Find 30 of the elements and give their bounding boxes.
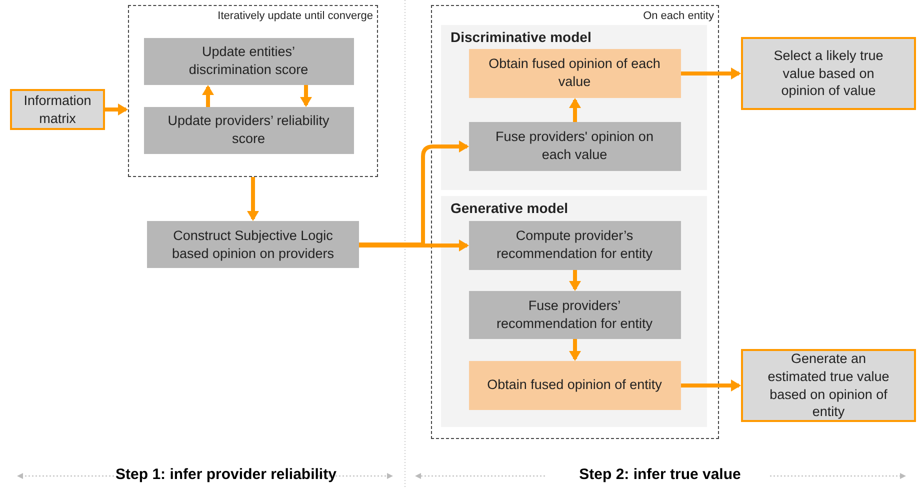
step-label: Step 1: infer provider reliability	[116, 466, 336, 483]
arrow	[202, 85, 214, 107]
step-label: Step 2: infer true value	[579, 466, 741, 483]
arrow	[681, 380, 741, 392]
arrow	[105, 104, 128, 116]
arrow	[569, 270, 581, 291]
panel-title: Discriminative model	[450, 28, 592, 46]
arrow	[681, 68, 741, 80]
result-box: Obtain fused opinion of entity	[468, 360, 680, 410]
arrow	[359, 240, 469, 252]
panel-title: Generative model	[450, 198, 568, 217]
arrow	[247, 177, 259, 221]
arrow	[359, 140, 469, 246]
input-box: Information matrix	[10, 89, 105, 130]
process-box: Compute provider’s recommendation for entity	[468, 220, 680, 270]
result-box: Obtain fused opinion of each value	[468, 48, 680, 98]
process-box: Fuse providers’ recommendation for entity	[468, 290, 680, 338]
process-box: Update entities’ discrimination score	[144, 38, 354, 84]
output-box: Select a likely true value based on opinion of value	[741, 37, 916, 110]
model-panel	[440, 24, 706, 190]
arrow	[569, 98, 581, 122]
model-panel	[440, 196, 706, 426]
output-box: Generate an estimated true value based on opinion of entity	[741, 349, 916, 422]
group-title: Iteratively update until converge	[218, 9, 373, 24]
process-box: Construct Subjective Logic based opinion on providers	[147, 221, 359, 268]
process-box: Update providers’ reliability score	[144, 106, 354, 154]
group-title: On each entity	[643, 9, 714, 24]
process-box: Fuse providers' opinion on each value	[468, 122, 680, 170]
arrow	[569, 339, 581, 361]
arrow	[300, 85, 312, 107]
